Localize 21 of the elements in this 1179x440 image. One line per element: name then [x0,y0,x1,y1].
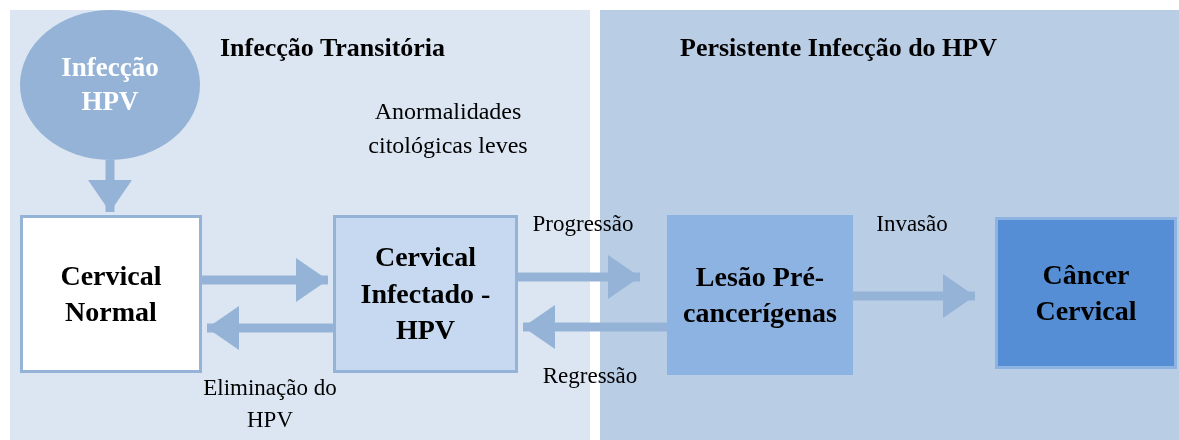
node-label: Câncer Cervical [1034,257,1138,328]
process-box [20,215,202,373]
arrow [88,160,132,212]
node-label: Cervical Infectado - HPV [359,240,492,348]
edge-label: Regressão [541,362,639,390]
panel-heading: Persistente Infecção do HPV [680,32,997,64]
arrow [523,305,667,349]
process-box [995,217,1177,369]
edge-label: Eliminação do HPV [202,374,338,435]
arrow [207,306,333,350]
process-box [667,215,853,375]
node-label: Lesão Pré-cancerígenas [682,259,838,330]
arrow [202,258,328,302]
panel-heading: Infecção Transitória [220,32,446,64]
node-label: Cervical Normal [59,258,163,329]
arrow [853,274,975,318]
edge-label: Progressão [531,210,635,238]
edge-label: Invasão [875,210,949,238]
node-label: Infecção HPV [60,51,160,118]
annotation-text: Anormalidades citológicas leves [367,97,529,160]
arrow [518,255,640,299]
